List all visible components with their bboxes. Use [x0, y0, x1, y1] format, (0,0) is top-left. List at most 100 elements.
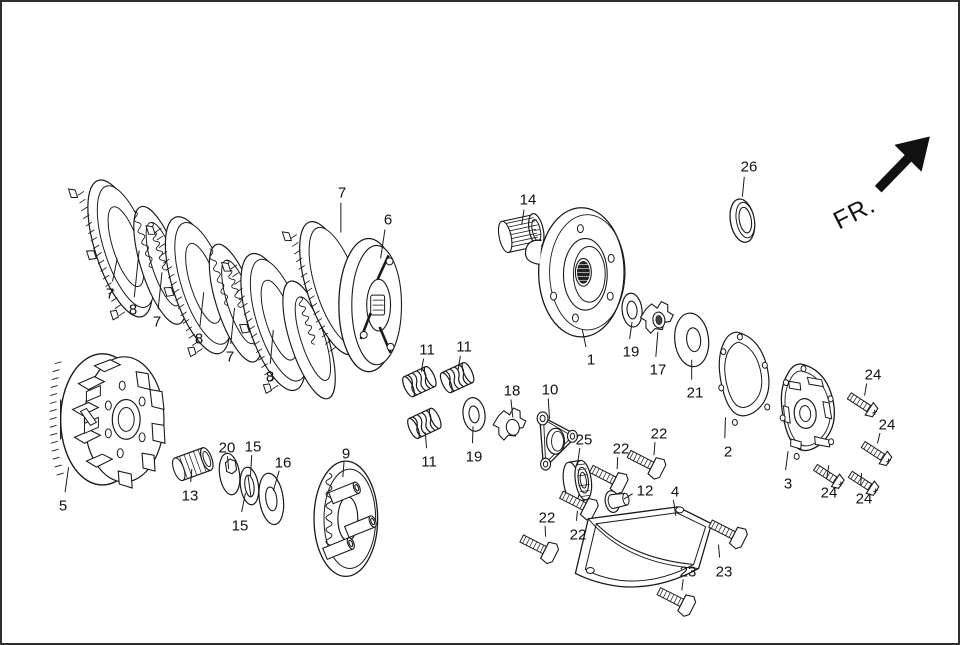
washer-19-b — [621, 292, 643, 328]
front-direction-arrow-icon — [875, 136, 930, 193]
screw-24 — [847, 470, 880, 496]
leader-line-10 — [547, 398, 551, 420]
oil-seal-26 — [729, 198, 756, 243]
gasket-2 — [718, 331, 771, 426]
leader-line-7 — [157, 272, 163, 310]
leader-line-7 — [112, 258, 118, 282]
washer-16 — [258, 472, 285, 526]
washer-20 — [218, 452, 241, 496]
callout-number-22: 22 — [650, 425, 668, 443]
callout-number-22: 22 — [569, 526, 587, 544]
callout-number-15: 15 — [231, 517, 249, 535]
leader-line-8 — [133, 250, 140, 298]
leader-line-13 — [190, 469, 193, 483]
leader-line-17 — [655, 331, 659, 357]
leader-line-11 — [424, 432, 428, 449]
leader-line-25 — [576, 448, 581, 466]
leader-line-8 — [199, 292, 205, 327]
screw-24 — [860, 440, 893, 467]
washer-15-a — [239, 466, 260, 506]
pressure-plate-6 — [338, 237, 403, 373]
callout-number-8: 8 — [265, 368, 275, 386]
leader-line-6 — [380, 229, 386, 259]
leader-line-24 — [860, 473, 863, 486]
callout-number-8: 8 — [128, 301, 138, 319]
clutch-spring — [402, 365, 437, 398]
callout-number-2: 2 — [723, 443, 733, 461]
primary-drive-gear-9 — [313, 460, 379, 578]
callout-number-10: 10 — [541, 381, 559, 399]
screw-24 — [812, 463, 845, 489]
callout-number-5: 5 — [58, 497, 68, 515]
callout-number-4: 4 — [670, 483, 680, 501]
leader-line-18 — [510, 399, 514, 418]
leader-line-7 — [230, 308, 236, 344]
bolt-22 — [588, 464, 629, 495]
leader-line-5 — [64, 467, 70, 493]
cover-plate-3 — [779, 363, 836, 460]
callout-number-13: 13 — [181, 487, 199, 505]
callout-number-11: 11 — [419, 341, 435, 359]
leader-line-24 — [877, 432, 881, 444]
callout-number-19: 19 — [622, 343, 640, 361]
callout-number-19: 19 — [465, 448, 483, 466]
callout-number-12: 12 — [636, 482, 654, 500]
callout-number-16: 16 — [274, 454, 292, 472]
callout-number-24: 24 — [878, 416, 896, 434]
lock-nut-17 — [639, 300, 674, 335]
callout-number-1: 1 — [586, 351, 596, 369]
callout-number-25: 25 — [575, 431, 593, 449]
clutch-basket-5 — [49, 353, 166, 489]
lifter-plate-10 — [536, 411, 579, 471]
leader-line-23 — [718, 544, 721, 558]
leader-line-19 — [471, 426, 474, 444]
washer-19-a — [462, 397, 486, 432]
bushing-12 — [604, 490, 630, 514]
lock-washer-18 — [492, 407, 527, 441]
screw-24 — [846, 392, 879, 418]
callout-number-7: 7 — [337, 184, 347, 202]
callout-number-3: 3 — [783, 475, 793, 493]
friction-plate — [67, 179, 156, 321]
callout-number-9: 9 — [341, 445, 351, 463]
leader-line-1 — [581, 329, 587, 348]
leader-line-26 — [741, 176, 745, 197]
bolt-22 — [519, 534, 560, 565]
bolt-22 — [626, 449, 667, 480]
callout-number-23: 23 — [679, 563, 697, 581]
oil-baffle-4 — [574, 506, 713, 588]
leader-line-22 — [575, 510, 578, 521]
callout-number-7: 7 — [105, 285, 115, 303]
leader-line-9 — [342, 462, 345, 478]
callout-number-14: 14 — [519, 191, 537, 209]
leader-line-22 — [616, 457, 619, 470]
callout-number-11: 11 — [421, 453, 437, 471]
leader-line-19 — [629, 321, 633, 340]
callout-number-26: 26 — [740, 158, 758, 176]
callout-number-20: 20 — [218, 439, 236, 457]
callout-number-18: 18 — [503, 382, 521, 400]
callout-number-15: 15 — [244, 438, 262, 456]
callout-number-24: 24 — [855, 490, 873, 508]
bolt-23 — [656, 586, 697, 617]
leader-line-11 — [457, 355, 461, 370]
callout-number-21: 21 — [686, 384, 704, 402]
callout-number-24: 24 — [820, 484, 838, 502]
callout-number-23: 23 — [715, 563, 733, 581]
sleeve-13 — [172, 447, 214, 482]
clutch-center-hub-1 — [524, 207, 626, 338]
leader-line-23 — [681, 579, 684, 591]
bearing-25 — [562, 459, 593, 503]
callout-number-8: 8 — [194, 330, 204, 348]
clutch-spring — [439, 361, 475, 394]
callout-number-11: 11 — [456, 338, 472, 356]
callout-number-24: 24 — [864, 366, 882, 384]
leader-line-20 — [226, 456, 230, 470]
leader-line-8 — [269, 329, 274, 364]
leader-line-11 — [420, 358, 425, 372]
leader-line-12 — [623, 493, 633, 500]
leader-line-2 — [724, 417, 726, 439]
leader-line-16 — [272, 470, 280, 492]
